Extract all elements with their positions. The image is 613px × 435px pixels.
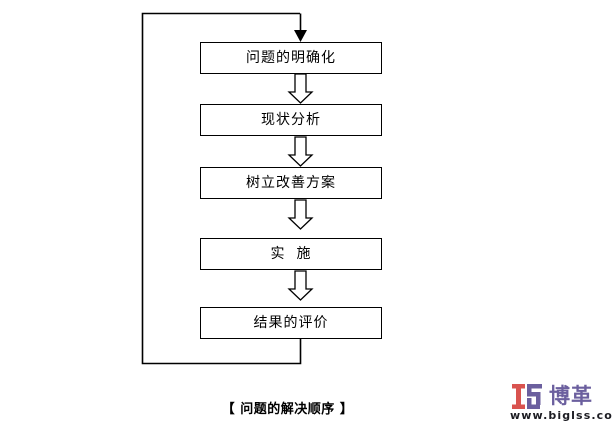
logo-url-text: www.biglss.com xyxy=(510,409,613,422)
hollow-arrow-step1-step2 xyxy=(287,73,314,104)
process-box-step-1-label: 问题的明确化 xyxy=(246,50,336,66)
hollow-arrow-step2-step3 xyxy=(287,136,314,167)
brand-logo: 博革 www.biglss.com xyxy=(508,383,613,428)
process-box-step-2[interactable]: 现状分析 xyxy=(200,104,382,136)
process-box-step-4-label: 实 施 xyxy=(270,246,312,262)
process-box-step-3[interactable]: 树立改善方案 xyxy=(200,167,382,199)
process-box-step-3-label: 树立改善方案 xyxy=(246,175,336,191)
process-box-step-4[interactable]: 实 施 xyxy=(200,238,382,270)
entry-arrow-icon xyxy=(294,13,307,42)
hollow-arrow-step4-step5 xyxy=(287,270,314,301)
process-box-step-5[interactable]: 结果的评价 xyxy=(200,307,382,339)
logo-wordmark: 博革 xyxy=(549,384,593,408)
biglss-logo-icon xyxy=(512,384,542,409)
process-box-step-5-label: 结果的评价 xyxy=(253,315,329,331)
feedback-loop-line xyxy=(141,12,302,365)
process-box-step-2-label: 现状分析 xyxy=(261,112,321,128)
process-box-step-1[interactable]: 问题的明确化 xyxy=(200,42,382,74)
logo-row: 博革 xyxy=(508,383,611,410)
hollow-arrow-step3-step4 xyxy=(287,199,314,230)
diagram-caption: 【 问题的解决顺序 】 xyxy=(221,402,354,417)
